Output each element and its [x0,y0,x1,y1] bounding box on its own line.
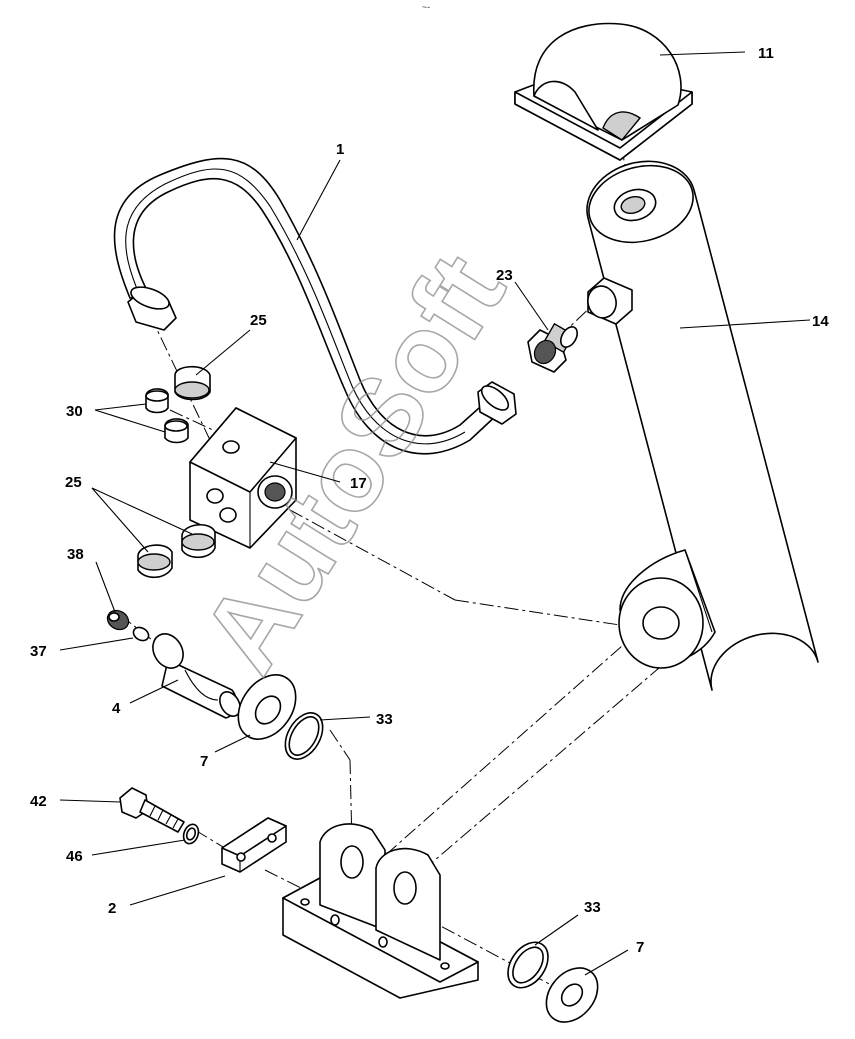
callout-25-top: 25 [250,312,267,329]
callout-33-upper: 33 [376,711,393,728]
callout-25-mid: 25 [65,474,82,491]
callout-38: 38 [67,546,84,563]
callout-7-lower: 7 [636,939,644,956]
callout-numbers: 11 1 14 23 25 30 17 25 38 37 4 7 33 42 4… [30,45,829,956]
part-1-pipe [113,157,517,455]
part-33-ring-upper [284,712,324,760]
callout-2: 2 [108,900,116,917]
part-14-cylinder [586,160,819,691]
callout-11: 11 [758,45,774,62]
callout-17: 17 [350,475,367,492]
callout-42: 42 [30,793,47,810]
top-mark: ~- [422,2,430,12]
callout-46: 46 [66,848,83,865]
part-2-plate [221,817,287,873]
callout-33-lower: 33 [584,899,601,916]
part-30-plugs [145,388,189,444]
part-7-washer-upper [237,674,297,740]
callout-1: 1 [336,141,344,158]
callout-14: 14 [812,313,829,330]
part-25-plugs [137,365,216,579]
leader-lines [59,51,811,976]
part-4-pin [152,633,241,719]
part-46-washer [182,823,200,845]
part-37-nipple [132,626,150,642]
callout-7-upper: 7 [200,753,208,770]
part-11-dome-cap [514,22,693,161]
part-7-washer-lower [545,967,599,1023]
part-38-nipple [106,609,130,631]
bottom-bracket [282,823,479,999]
callout-30: 30 [66,403,83,420]
part-42-bolt [119,787,185,833]
part-17-block [189,407,297,549]
callout-23: 23 [496,267,513,284]
part-33-ring-lower [507,941,549,989]
part-23-fitting [527,322,578,373]
callout-37: 37 [30,643,47,660]
callout-4: 4 [112,700,121,717]
